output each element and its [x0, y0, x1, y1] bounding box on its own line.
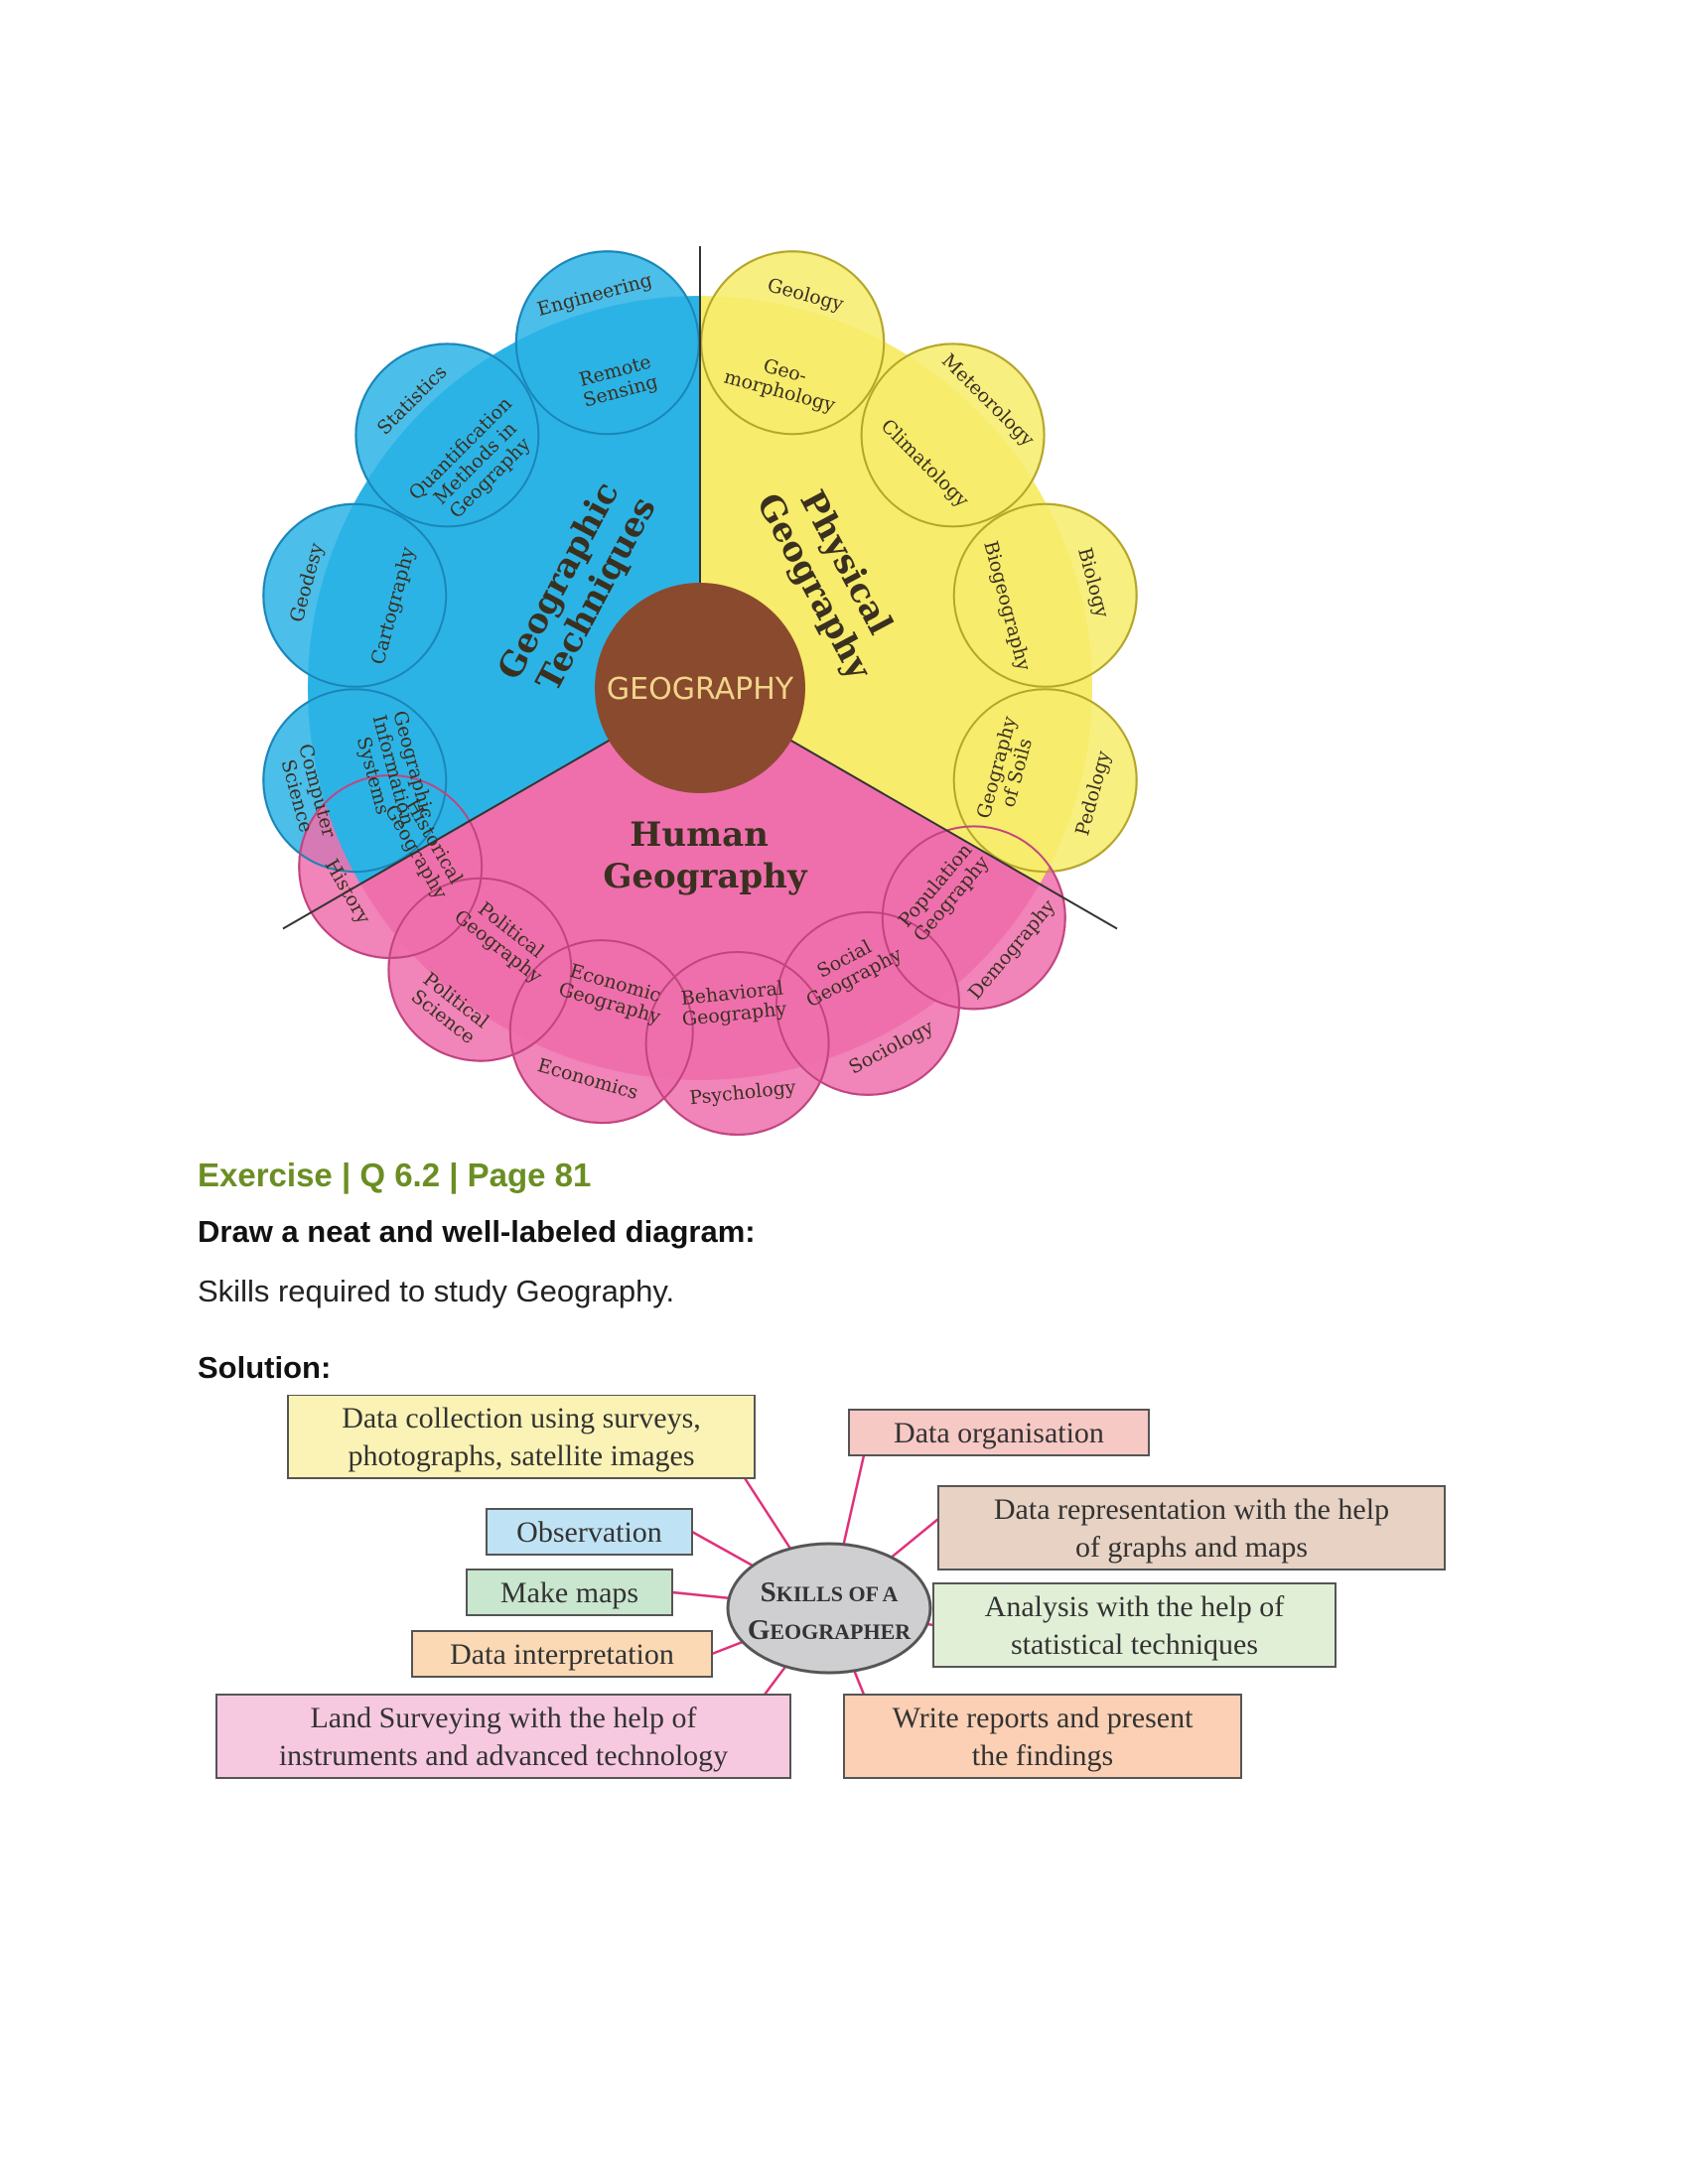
skill-box-left-1: Observation — [486, 1508, 693, 1556]
human-discipline-circle — [298, 774, 484, 959]
question-title: Draw a neat and well-labeled diagram: — [198, 1214, 756, 1249]
physical-discipline-circle — [700, 250, 886, 436]
skills-of-geographer-diagram: SKILLS OF A GEOGRAPHER Data collection u… — [215, 1395, 1446, 1779]
geography-core-circle — [595, 583, 805, 793]
techniques-discipline-circle — [514, 250, 700, 436]
skill-box-rect — [411, 1630, 713, 1678]
skill-box-rect — [843, 1694, 1242, 1779]
skill-box-rect — [486, 1508, 693, 1556]
techniques-discipline-circle — [262, 502, 448, 688]
sector-physical-geography — [700, 296, 1093, 885]
skill-box-rect — [932, 1582, 1336, 1668]
skill-box-rect — [215, 1694, 791, 1779]
skill-box-label: Data collection using surveys,photograph… — [342, 1402, 701, 1472]
techniques-discipline-circle — [354, 342, 540, 528]
physical-discipline-circle — [952, 502, 1138, 688]
question-prompt: Skills required to study Geography. — [198, 1274, 675, 1308]
skill-box-rect — [937, 1485, 1446, 1570]
skill-box-label: Make maps — [500, 1576, 638, 1609]
skill-box-left-3: Data interpretation — [411, 1630, 713, 1678]
geography-wheel-diagram: GEOGRAPHY Geographic Techniques Physical… — [262, 246, 1138, 1136]
hub-label-line1: SKILLS OF A — [761, 1576, 899, 1608]
skill-box-left-0: Data collection using surveys,photograph… — [287, 1395, 756, 1479]
exercise-reference: Exercise | Q 6.2 | Page 81 — [198, 1157, 592, 1193]
human-discipline-circle — [387, 877, 573, 1062]
skill-box-label: Observation — [516, 1516, 662, 1549]
skill-box-label: Data interpretation — [450, 1638, 674, 1671]
human-discipline-circle — [775, 910, 960, 1096]
physical-discipline-circle — [860, 342, 1046, 528]
skill-box-rect — [287, 1395, 756, 1479]
skill-box-right-0: Data organisation — [848, 1409, 1150, 1456]
human-discipline-circle — [644, 951, 830, 1136]
techniques-discipline-circle — [262, 688, 448, 874]
skills-hub-ellipse — [726, 1542, 932, 1675]
solution-label: Solution: — [198, 1350, 332, 1385]
core-label: GEOGRAPHY — [607, 672, 794, 707]
physical-discipline-circle — [952, 688, 1138, 874]
human-discipline-circle — [881, 825, 1066, 1011]
skill-box-rect — [848, 1409, 1150, 1456]
sector-label-human: Human Geography — [603, 815, 808, 896]
skill-box-left-2: Make maps — [466, 1569, 673, 1616]
skill-box-label: Data organisation — [894, 1417, 1104, 1449]
human-inner-label: BehavioralGeography — [679, 977, 788, 1030]
human-discipline-circle — [508, 939, 694, 1125]
skill-box-rect — [466, 1569, 673, 1616]
sector-geographic-techniques — [307, 296, 700, 885]
hub-label-line2: GEOGRAPHER — [748, 1614, 912, 1646]
